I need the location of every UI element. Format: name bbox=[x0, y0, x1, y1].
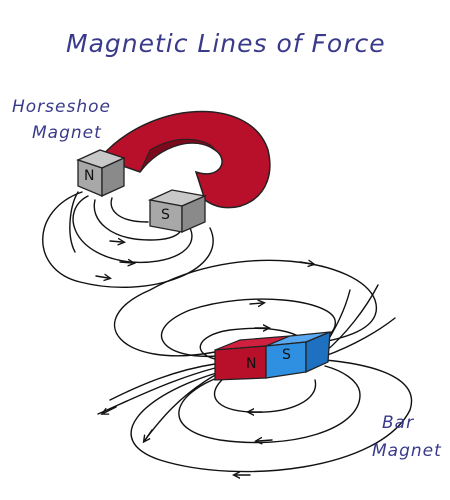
horseshoe-inner-shadow bbox=[139, 138, 216, 173]
horseshoe-magnet: N S bbox=[76, 110, 271, 233]
bar-arrow-1 bbox=[299, 262, 312, 264]
bar-label-line1: Bar bbox=[382, 413, 414, 433]
horseshoe-south-label: S bbox=[161, 207, 170, 223]
bar-field-lines bbox=[97, 259, 413, 475]
horseshoe-field-lines bbox=[42, 191, 214, 289]
horseshoe-south-cap-side bbox=[181, 195, 206, 233]
horseshoe-field-line-outer bbox=[42, 191, 214, 289]
bar-south-label: S bbox=[282, 347, 291, 363]
horseshoe-arrow-2 bbox=[95, 276, 108, 278]
bar-label-line2: Magnet bbox=[372, 441, 442, 461]
bar-field-line-right-2 bbox=[324, 317, 396, 357]
bar-field-line-right-1 bbox=[324, 284, 379, 353]
diagram-title: Magnetic Lines of Force bbox=[66, 29, 386, 58]
horseshoe-field-line-innermost bbox=[110, 197, 149, 223]
bar-field-line-bottom-1 bbox=[130, 359, 413, 473]
horseshoe-label-line2: Magnet bbox=[32, 123, 102, 143]
bar-field-line-left-3 bbox=[144, 373, 218, 441]
bar-arrow-7 bbox=[104, 406, 117, 413]
bar-field-line-top-1 bbox=[114, 259, 378, 357]
bar-north-label: N bbox=[246, 356, 256, 372]
horseshoe-arrow-1 bbox=[119, 262, 132, 263]
horseshoe-field-line-left bbox=[69, 191, 79, 253]
bar-arrow-5 bbox=[258, 440, 273, 441]
bar-arrow-8 bbox=[145, 429, 153, 440]
bar-field-line-top-3 bbox=[199, 327, 306, 361]
bar-north-front bbox=[214, 345, 267, 381]
bar-arrow-2 bbox=[249, 303, 262, 304]
bar-field-line-bottom-3 bbox=[213, 377, 317, 413]
horseshoe-arrow-3 bbox=[109, 241, 122, 242]
bar-field-line-top-2 bbox=[160, 298, 336, 358]
horseshoe-north-label: N bbox=[84, 168, 94, 184]
bar-south-side bbox=[305, 330, 331, 374]
bar-magnet: N S bbox=[214, 330, 331, 381]
horseshoe-label-line1: Horseshoe bbox=[12, 97, 111, 117]
bar-field-line-left-2 bbox=[109, 363, 216, 401]
bar-field-line-bottom-2 bbox=[178, 365, 361, 444]
horseshoe-north-cap-side bbox=[101, 156, 125, 198]
